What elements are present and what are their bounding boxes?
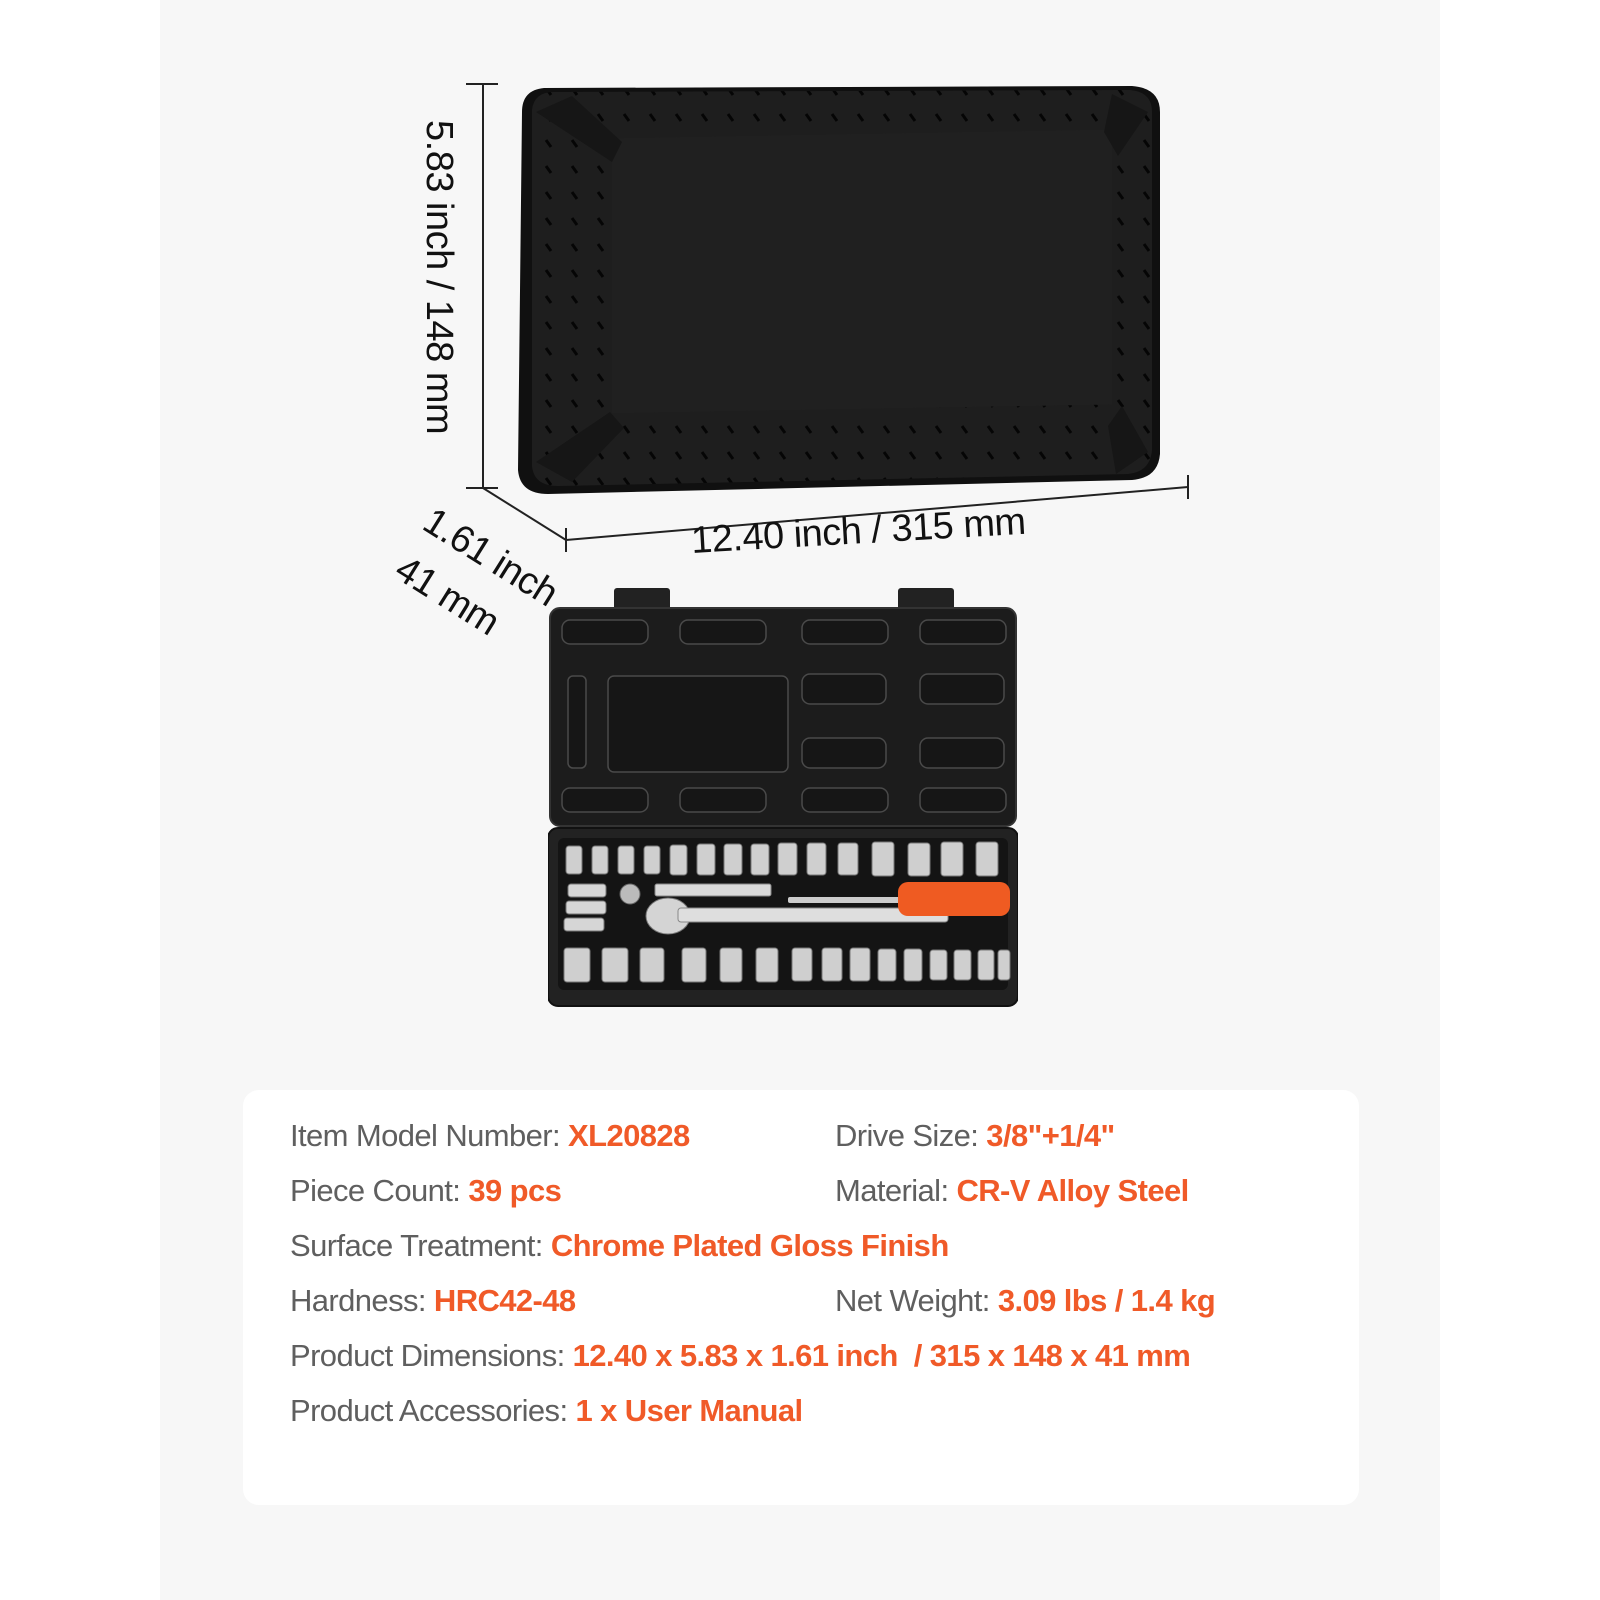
spec-value: 3.09 lbs / 1.4 kg	[997, 1283, 1216, 1318]
deep-sockets	[563, 883, 607, 932]
lid-center-panel	[612, 129, 1112, 414]
spec-label: Net Weight:	[835, 1283, 990, 1318]
spec-label: Surface Treatment:	[290, 1228, 543, 1263]
spec-card: Item Model Number: XL20828 Drive Size: 3…	[243, 1090, 1359, 1505]
spec-piece-count: Piece Count: 39 pcs	[290, 1173, 562, 1209]
height-dimension-label: 5.83 inch / 148 mm	[418, 120, 460, 435]
ratchet-orange-handle	[898, 882, 1010, 916]
extension-bar	[654, 883, 772, 897]
spec-hardness: Hardness: HRC42-48	[290, 1283, 576, 1319]
dimension-lines	[466, 83, 1189, 552]
adapter	[619, 883, 641, 905]
ratchet-wrench	[645, 882, 1010, 935]
spec-label: Drive Size:	[835, 1118, 979, 1153]
spec-surface-treatment: Surface Treatment: Chrome Plated Gloss F…	[290, 1228, 949, 1264]
spec-product-accessories: Product Accessories: 1 x User Manual	[290, 1393, 803, 1429]
spec-value: 1 x User Manual	[575, 1393, 803, 1428]
spec-label: Product Accessories:	[290, 1393, 568, 1428]
socket-row-top	[565, 841, 999, 877]
spec-value: 3/8"+1/4"	[986, 1118, 1115, 1153]
depth-dimension-line	[482, 487, 567, 541]
corner-ridges	[536, 94, 1148, 482]
spec-value: XL20828	[568, 1118, 690, 1153]
open-case-image	[548, 588, 1018, 1007]
hinge-left	[614, 588, 670, 610]
spec-value: HRC42-48	[433, 1283, 576, 1318]
spec-label: Material:	[835, 1173, 949, 1208]
spec-net-weight: Net Weight: 3.09 lbs / 1.4 kg	[835, 1283, 1216, 1319]
socket-row-bottom	[563, 947, 1011, 983]
spec-model-number: Item Model Number: XL20828	[290, 1118, 690, 1154]
spec-value: 12.40 x 5.83 x 1.61 inch / 315 x 148 x 4…	[572, 1338, 1191, 1373]
spec-product-dimensions: Product Dimensions: 12.40 x 5.83 x 1.61 …	[290, 1338, 1191, 1374]
spec-label: Item Model Number:	[290, 1118, 561, 1153]
spec-drive-size: Drive Size: 3/8"+1/4"	[835, 1118, 1115, 1154]
spec-value: 39 pcs	[468, 1173, 562, 1208]
spec-label: Product Dimensions:	[290, 1338, 565, 1373]
hinge-right	[898, 588, 954, 610]
spec-value: Chrome Plated Gloss Finish	[550, 1228, 949, 1263]
spec-label: Piece Count:	[290, 1173, 461, 1208]
spec-value: CR-V Alloy Steel	[956, 1173, 1189, 1208]
closed-case-image	[518, 86, 1160, 494]
spec-material: Material: CR-V Alloy Steel	[835, 1173, 1189, 1209]
lid-recesses	[561, 619, 1007, 813]
spec-label: Hardness:	[290, 1283, 426, 1318]
width-dimension-line	[565, 486, 1189, 541]
